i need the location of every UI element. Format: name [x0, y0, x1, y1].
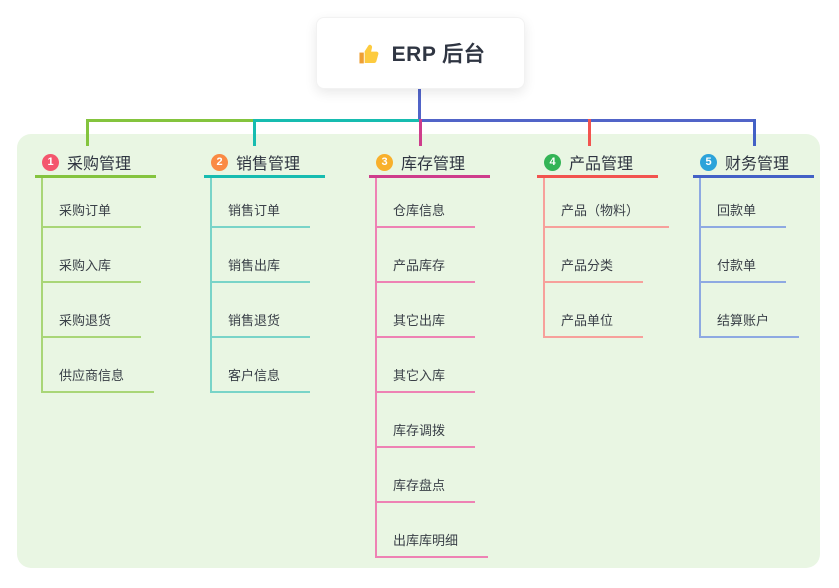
branch-connector: [588, 119, 591, 146]
branch-title: 库存管理: [401, 156, 466, 173]
mindmap-node[interactable]: 其它出库: [377, 283, 476, 338]
branch-column-5: 5 财务管理回款单付款单结算账户: [693, 149, 839, 338]
root-connector: [418, 87, 421, 122]
branch-children: 产品（物料） 产品分类产品单位: [543, 178, 670, 338]
branch-children: 回款单付款单结算账户: [699, 178, 800, 338]
node-label: 回款单: [717, 203, 757, 218]
branch-title: 采购管理: [67, 156, 132, 173]
node-label: 出库库明细: [393, 533, 459, 548]
mindmap-node[interactable]: 销售订单: [212, 178, 311, 228]
branch-header[interactable]: 1 采购管理: [35, 149, 156, 178]
branch-column-3: 3 库存管理仓库信息产品库存其它出库其它入库库存调拨库存盘点出库库明细: [369, 149, 539, 558]
mindmap-node[interactable]: 销售出库: [212, 228, 311, 283]
mindmap-node[interactable]: 结算账户: [701, 283, 800, 338]
branch-number-badge: 1: [42, 153, 59, 171]
branch-number-badge: 4: [544, 153, 561, 171]
branch-connector: [419, 119, 422, 146]
mindmap-node[interactable]: 供应商信息: [43, 338, 155, 393]
mindmap-node[interactable]: 付款单: [701, 228, 787, 283]
mindmap-node[interactable]: 库存调拨: [377, 393, 476, 448]
root-node[interactable]: ERP 后台: [316, 17, 525, 89]
node-label: 其它入库: [393, 368, 446, 383]
mindmap-node[interactable]: 销售退货: [212, 283, 311, 338]
mindmap-node[interactable]: 产品库存: [377, 228, 476, 283]
mindmap-node[interactable]: 回款单: [701, 178, 787, 228]
connector-bus-segment: [253, 119, 422, 122]
mindmap-node[interactable]: 产品（物料）: [545, 178, 670, 228]
connector-bus-segment: [419, 119, 756, 122]
branch-number-badge: 3: [376, 153, 393, 171]
branches-panel: [17, 134, 820, 568]
branch-header[interactable]: 3 库存管理: [369, 149, 490, 178]
branch-column-2: 2 销售管理销售订单销售出库销售退货客户信息: [204, 149, 374, 393]
mindmap-node[interactable]: 客户信息: [212, 338, 311, 393]
mindmap-node[interactable]: 出库库明细: [377, 503, 489, 558]
node-label: 付款单: [717, 258, 757, 273]
branch-number-badge: 5: [700, 153, 717, 171]
branch-children: 采购订单采购入库采购退货供应商信息: [41, 178, 155, 393]
branch-connector: [253, 119, 256, 146]
node-label: 销售出库: [228, 258, 281, 273]
node-label: 供应商信息: [59, 368, 125, 383]
node-label: 产品库存: [393, 258, 446, 273]
mindmap-node[interactable]: 库存盘点: [377, 448, 476, 503]
branch-number-badge: 2: [211, 153, 228, 171]
mindmap-node[interactable]: 采购订单: [43, 178, 142, 228]
branch-title: 产品管理: [569, 156, 634, 173]
node-label: 销售退货: [228, 313, 281, 328]
branch-column-4: 4 产品管理产品（物料） 产品分类产品单位: [537, 149, 707, 338]
branch-column-1: 1 采购管理采购订单采购入库采购退货供应商信息: [35, 149, 205, 393]
node-label: 结算账户: [717, 313, 770, 328]
node-label: 产品（物料）: [561, 203, 640, 218]
mindmap-node[interactable]: 采购入库: [43, 228, 142, 283]
branch-header[interactable]: 2 销售管理: [204, 149, 325, 178]
node-label: 采购退货: [59, 313, 112, 328]
node-label: 仓库信息: [393, 203, 446, 218]
branch-children: 销售订单销售出库销售退货客户信息: [210, 178, 311, 393]
branch-header[interactable]: 4 产品管理: [537, 149, 658, 178]
branch-title: 销售管理: [236, 156, 301, 173]
branch-connector: [753, 119, 756, 146]
node-label: 库存盘点: [393, 478, 446, 493]
mindmap-node[interactable]: 采购退货: [43, 283, 142, 338]
branch-connector: [86, 119, 89, 146]
node-label: 客户信息: [228, 368, 281, 383]
node-label: 产品单位: [561, 313, 614, 328]
node-label: 采购订单: [59, 203, 112, 218]
root-title: ERP 后台: [391, 43, 486, 66]
node-label: 库存调拨: [393, 423, 446, 438]
branch-children: 仓库信息产品库存其它出库其它入库库存调拨库存盘点出库库明细: [375, 178, 489, 558]
thumbs-up-icon: [356, 40, 382, 66]
node-label: 采购入库: [59, 258, 112, 273]
mindmap-node[interactable]: 产品单位: [545, 283, 644, 338]
node-label: 其它出库: [393, 313, 446, 328]
connector-bus-segment: [86, 119, 256, 122]
branch-header[interactable]: 5 财务管理: [693, 149, 814, 178]
mindmap-node[interactable]: 其它入库: [377, 338, 476, 393]
mindmap-node[interactable]: 产品分类: [545, 228, 644, 283]
branch-title: 财务管理: [725, 156, 790, 173]
node-label: 销售订单: [228, 203, 281, 218]
mindmap-node[interactable]: 仓库信息: [377, 178, 476, 228]
node-label: 产品分类: [561, 258, 614, 273]
